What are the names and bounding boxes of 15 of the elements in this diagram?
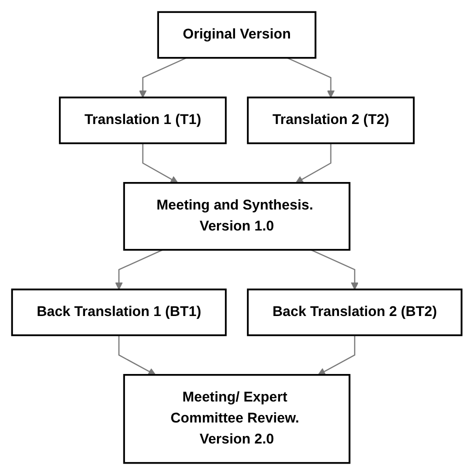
arrow (318, 335, 356, 376)
node-box: Translation 2 (T2) (247, 96, 415, 144)
arrow (287, 57, 335, 98)
node-box: Meeting and Synthesis. Version 1.0 (123, 182, 351, 251)
node-box: Back Translation 2 (BT2) (247, 288, 463, 336)
node-box: Back Translation 1 (BT1) (11, 288, 227, 336)
arrow (118, 335, 156, 376)
arrow (142, 143, 178, 184)
node-box: Meeting/ Expert Committee Review. Version 2.0 (123, 374, 351, 464)
node-box: Translation 1 (T1) (59, 96, 227, 144)
arrow (139, 57, 187, 98)
arrow (115, 249, 164, 290)
node-box: Original Version (157, 11, 317, 59)
arrow (310, 249, 359, 290)
arrow (296, 143, 332, 184)
